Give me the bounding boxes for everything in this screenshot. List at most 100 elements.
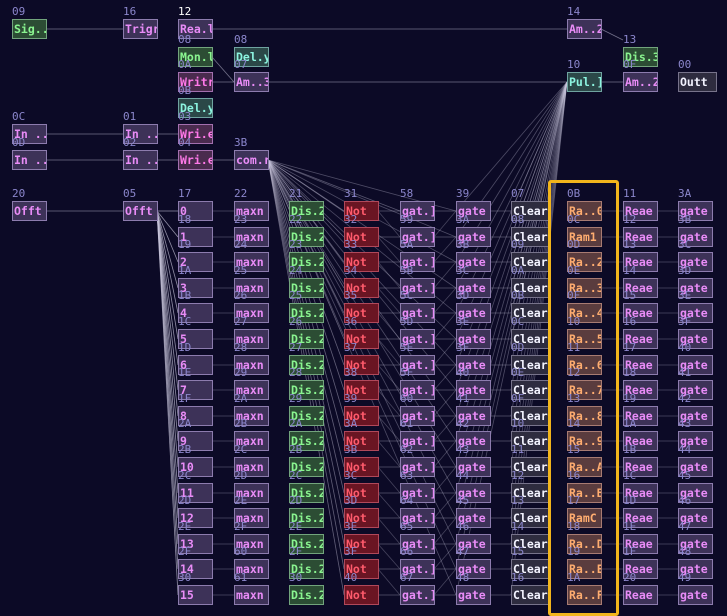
node-label: 10 [178, 457, 213, 477]
node-id-label: 58 [400, 187, 414, 200]
node-label: gate [456, 201, 491, 221]
wire [156, 210, 179, 340]
node-label: gate [456, 431, 491, 451]
node-id-label: 46 [456, 520, 470, 533]
node-label: 12 [178, 508, 213, 528]
node-id-label: 27 [234, 315, 248, 328]
node-id-label: 2A [178, 417, 192, 430]
node-label: Ra..4 [567, 303, 602, 323]
node-label: gate [678, 329, 713, 349]
node-id-label: 40 [678, 341, 692, 354]
node-label: maxn [234, 585, 269, 605]
wire [267, 159, 345, 391]
node-id-label: 18 [567, 520, 581, 533]
node-label: gat.] [400, 329, 435, 349]
node-label: Pul.] [567, 72, 602, 92]
wire [267, 159, 345, 289]
wire [267, 159, 345, 442]
node-label: gate [678, 303, 713, 323]
node-label: In ..w [12, 150, 47, 170]
node-label: Mon.l [178, 47, 213, 67]
node-id-label: 65 [400, 520, 414, 533]
node-id-label: 23 [234, 213, 248, 226]
node-label: Ra..7 [567, 380, 602, 400]
node-label: Reae [623, 585, 658, 605]
node-id-label: 17 [623, 341, 637, 354]
node-label: gate [456, 303, 491, 323]
node-label: gate [456, 380, 491, 400]
wire [156, 210, 179, 238]
node-label: Not [344, 380, 379, 400]
node-id-label: 00 [678, 58, 692, 71]
node-label: In ..h [12, 124, 47, 144]
wire [377, 543, 401, 570]
node-label: gate [456, 585, 491, 605]
node-label: Reae [623, 483, 658, 503]
node-label: Dis.2 [289, 201, 324, 221]
node-id-label: 11 [511, 443, 525, 456]
node-id-label: 1E [178, 366, 192, 379]
node-id-label: 40 [456, 366, 470, 379]
wire [600, 28, 624, 41]
node-id-label: 3B [344, 443, 358, 456]
node-id-label: 0F [623, 58, 637, 71]
node-id-label: 13 [623, 33, 637, 46]
node-label: Reae [623, 457, 658, 477]
node-label: gate [456, 227, 491, 247]
node-label: Dis.2 [289, 483, 324, 503]
node-id-label: 14 [623, 264, 637, 277]
wire [433, 389, 457, 417]
node-id-label: 19 [567, 545, 581, 558]
wire [156, 210, 179, 366]
node-id-label: 0B [178, 84, 192, 97]
node-label: 0 [178, 201, 213, 221]
wire [377, 466, 401, 494]
node-label: 9 [178, 431, 213, 451]
wire [433, 364, 457, 391]
node-id-label: 18 [178, 213, 192, 226]
node-id-label: 41 [678, 366, 692, 379]
node-label: In ..h [123, 124, 158, 144]
wire [433, 517, 457, 545]
wire [433, 492, 457, 519]
node-label: Not [344, 201, 379, 221]
wire [377, 440, 401, 468]
node-label: gat.] [400, 252, 435, 272]
node-id-label: 22 [289, 213, 303, 226]
node-id-label: 32 [344, 213, 358, 226]
node-label: Not [344, 431, 379, 451]
node-label: Dis.2 [289, 431, 324, 451]
node-id-label: 60 [234, 545, 248, 558]
node-id-label: 3B [456, 238, 470, 251]
node-label: maxn [234, 457, 269, 477]
node-id-label: 64 [400, 494, 414, 507]
node-label: Reae [623, 355, 658, 375]
wire [156, 210, 179, 596]
wire [433, 261, 457, 289]
wire [377, 517, 401, 545]
node-label: Dis.2 [289, 585, 324, 605]
node-label: gate [678, 355, 713, 375]
node-label: 14 [178, 559, 213, 579]
node-label: 6 [178, 355, 213, 375]
wire [377, 261, 401, 289]
node-label: maxn [234, 508, 269, 528]
node-label: maxn [234, 201, 269, 221]
node-label: Not [344, 585, 379, 605]
node-id-label: 29 [289, 392, 303, 405]
node-id-label: 5B [400, 264, 414, 277]
node-label: Dis.2 [289, 508, 324, 528]
wire [267, 159, 345, 238]
node-id-label: 08 [178, 33, 192, 46]
node-label: gate [678, 201, 713, 221]
node-label: Clear [511, 585, 550, 605]
node-label: Outt [678, 72, 717, 92]
node-id-label: 2E [178, 520, 192, 533]
node-label: maxn [234, 380, 269, 400]
node-id-label: 17 [178, 187, 192, 200]
node-label: maxn [234, 329, 269, 349]
node-id-label: 45 [678, 469, 692, 482]
wire [433, 312, 457, 340]
wire [377, 568, 401, 596]
node-id-label: 3F [678, 315, 692, 328]
